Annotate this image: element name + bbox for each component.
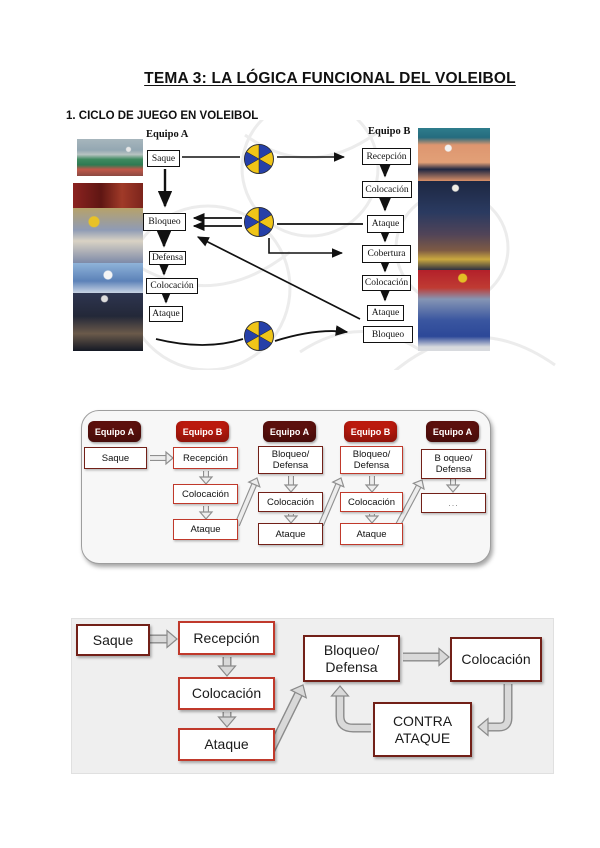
sequence-step-colocacion-b2: Colocación	[340, 492, 403, 512]
photo-collage-team-b	[418, 128, 490, 351]
sequence-step-saque: Saque	[84, 447, 147, 469]
sequence-step-bloqueo-defensa-a1: Bloqueo/ Defensa	[258, 446, 323, 474]
flow-step-colocacion-1: Colocación	[178, 677, 275, 710]
cycle-arrows	[124, 120, 556, 370]
step-label: Colocación	[348, 496, 395, 508]
photo-set	[418, 181, 490, 270]
step-label: Ataque	[204, 736, 249, 752]
photo-triple-block	[418, 270, 490, 351]
cycle-step-defensa-a: Defensa	[149, 251, 186, 265]
step-label: Recepción	[183, 452, 228, 464]
cycle-step-ataque1-b: Ataque	[367, 215, 404, 233]
flow-diagram: Saque Recepción Colocación Ataque Bloque…	[0, 605, 600, 780]
photo-serve-team-a	[77, 139, 143, 176]
flow-step-contraataque: CONTRA ATAQUE	[373, 702, 472, 757]
step-label: Ataque	[275, 528, 306, 540]
step-label: Defensa	[325, 658, 378, 675]
photo-block	[73, 208, 143, 263]
step-label: ATAQUE	[394, 729, 451, 746]
photo-serve-scene	[77, 139, 143, 176]
sequence-step-ataque-b2: Ataque	[340, 523, 403, 545]
step-label: Saque	[101, 452, 130, 464]
step-label: Bloqueo/	[352, 449, 391, 460]
cycle-step-cobertura-b: Cobertura	[362, 245, 411, 263]
sequence-diagram: Equipo A Equipo B Equipo A Equipo B Equi…	[0, 405, 600, 570]
cycle-arrow-lines	[155, 152, 392, 346]
volleyball-icon	[244, 321, 274, 351]
page-title: TEMA 3: LA LÓGICA FUNCIONAL DEL VOLEIBOL	[144, 70, 516, 87]
sequence-step-ataque-b1: Ataque	[173, 519, 238, 540]
sequence-header-equipo-a-1: Equipo A	[88, 421, 141, 442]
cycle-step-colocacion-a: Colocación	[146, 278, 198, 294]
sequence-step-colocacion-b1: Colocación	[173, 484, 238, 504]
flow-step-saque: Saque	[76, 624, 150, 656]
sequence-header-equipo-b-1: Equipo B	[176, 421, 229, 442]
cycle-step-colocacion2-b: Colocación	[362, 275, 411, 291]
sequence-arrows	[150, 450, 461, 527]
sequence-header-equipo-a-2: Equipo A	[263, 421, 316, 442]
flow-step-bloqueo-defensa: Bloqueo/ Defensa	[303, 635, 400, 682]
step-label: Saque	[92, 631, 134, 648]
step-label: Bloqueo/	[323, 641, 380, 658]
sequence-step-ataque-a1: Ataque	[258, 523, 323, 545]
step-label: Colocación	[191, 685, 262, 701]
flow-step-ataque: Ataque	[178, 728, 275, 761]
step-label: Colocación	[461, 651, 531, 667]
sequence-step-recepcion: Recepción	[173, 447, 238, 469]
step-label: Recepción	[193, 629, 260, 646]
step-label: Defensa	[272, 460, 309, 471]
cycle-step-colocacion1-b: Colocación	[362, 181, 412, 198]
cycle-step-ataque-a: Ataque	[149, 306, 183, 322]
step-label: Bloqueo/	[271, 449, 310, 460]
step-label: B oqueo/	[434, 453, 473, 464]
sequence-header-equipo-a-3: Equipo A	[426, 421, 479, 442]
cycle-step-ataque2-b: Ataque	[367, 305, 404, 321]
step-label: Ataque	[190, 524, 221, 535]
cycle-step-bloqueo-b: Bloqueo	[363, 326, 413, 343]
flow-step-colocacion-2: Colocación	[450, 637, 542, 682]
sequence-step-bloqueo-defensa-b2: Bloqueo/ Defensa	[340, 446, 403, 474]
step-label: Colocación	[182, 488, 229, 500]
cycle-step-saque-a: Saque	[147, 150, 180, 167]
sequence-step-bloqueo-defensa-a2: B oqueo/ Defensa	[421, 449, 486, 479]
step-label: Colocación	[267, 496, 314, 508]
flow-arrows	[150, 629, 513, 752]
volleyball-icon	[244, 144, 274, 174]
ellipsis-label: ...	[448, 497, 459, 508]
step-label: Defensa	[435, 464, 472, 475]
flow-step-recepcion: Recepción	[178, 621, 275, 655]
step-label: Defensa	[353, 460, 390, 471]
cycle-step-recepcion-b: Recepción	[362, 148, 411, 165]
sequence-step-ellipsis: ...	[421, 493, 486, 513]
photo-reception	[418, 128, 490, 181]
sequence-step-colocacion-a1: Colocación	[258, 492, 323, 512]
team-b-label: Equipo B	[368, 126, 411, 137]
step-label: Ataque	[356, 528, 387, 540]
volleyball-icon	[244, 207, 274, 237]
photo-attack	[73, 293, 143, 351]
team-a-label: Equipo A	[146, 129, 189, 140]
photo-crowd	[73, 183, 143, 208]
sequence-header-equipo-b-2: Equipo B	[344, 421, 397, 442]
section-heading: 1. CICLO DE JUEGO EN VOLEIBOL	[66, 110, 259, 122]
photo-collage-team-a	[73, 183, 143, 351]
step-label: CONTRA	[392, 712, 453, 729]
photo-dig	[73, 263, 143, 293]
cycle-step-bloqueo-a: Bloqueo	[143, 213, 186, 231]
cycle-diagram: Equipo A Equipo B Saque Bloqueo Defensa …	[0, 120, 600, 370]
